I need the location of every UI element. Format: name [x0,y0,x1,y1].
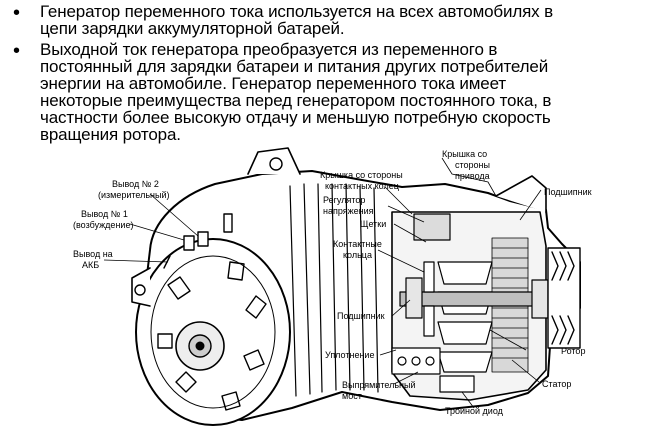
label-slip-rings: Контактные [333,239,382,249]
label-drive-cover: Крышка со [442,149,487,159]
label-ring-cover-note: контактных колец [325,181,399,191]
housing-ribs [289,183,379,397]
label-rotor: Ротор [561,346,585,356]
cooling-slots [157,261,267,411]
label-rectifier-note: мост [342,391,362,401]
rear-housing-inner [150,255,276,409]
label-stator: Статор [542,379,571,389]
text-line: Выходной ток генератора преобразуется из… [40,40,498,59]
text-line: постоянный для зарядки батареи и питания… [40,57,549,76]
mounting-ear [247,147,301,175]
text-line: Генератор переменного тока используется … [40,2,553,21]
label-bearing-rear: Подшипник [337,311,385,321]
label-output-1: Вывод № 1 [81,209,128,219]
drive-end-bracket [495,175,547,213]
slip-rings [423,261,435,337]
label-regulator: Регулятор [323,195,365,205]
rear-bearing [405,277,423,319]
bullet-marker: • [13,40,21,62]
text-line: некоторые преимущества перед генератором… [40,91,552,110]
text-line: энергии на автомобиле. Генератор перемен… [40,74,506,93]
label-ring-cover: Крышка со стороны [320,170,403,180]
label-brushes: Щетки [360,219,386,229]
mounting-ear [131,267,151,307]
bullet-marker: • [13,2,21,24]
label-rectifier: Выпрямительный [342,380,415,390]
label-output-1-note: (возбуждение) [73,220,133,230]
label-output-2-note: (измерительный) [98,190,170,200]
text-line: частности более высокую отдачу и меньшую… [40,108,551,127]
label-output-2: Вывод № 2 [112,179,159,189]
label-battery-terminal-note: АКБ [82,260,99,270]
label-seal: Уплотнение [325,350,374,360]
label-regulator-note: напряжения [323,206,374,216]
label-drive-cover-note: стороны [455,160,490,170]
text-line: вращения ротора. [40,125,181,144]
bullet-text: Генератор переменного тока используется … [40,3,668,37]
label-battery-terminal: Вывод на [73,249,113,259]
front-bearing [531,279,549,319]
text-line: цепи зарядки аккумуляторной батарей. [40,19,345,38]
bullet-text: Выходной ток генератора преобразуется из… [40,41,668,143]
leader-lines [103,157,542,409]
alternator-drawing [131,147,581,426]
figure-labels: Вывод № 2 (измерительный) Вывод № 1 (воз… [73,149,592,416]
label-drive-cover-note: привода [455,171,490,181]
voltage-regulator-block [413,213,451,241]
label-bearing-drive: Подшипник [544,187,592,197]
drive-pulley [547,247,581,349]
label-triple-diode: Тройной диод [445,406,504,416]
terminal-studs [163,213,233,269]
label-slip-rings-note: кольца [343,250,372,260]
rectifier-assembly [391,347,475,393]
